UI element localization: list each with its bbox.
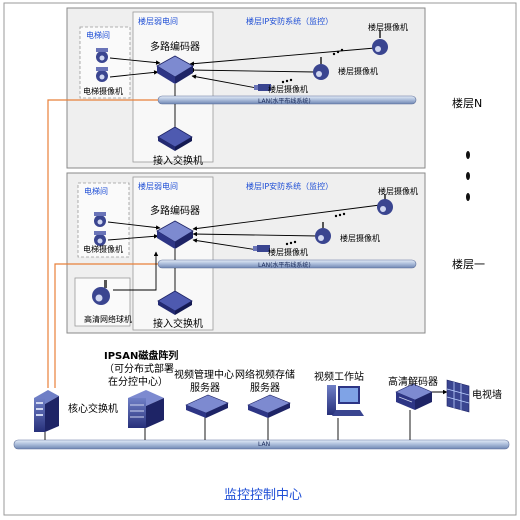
floor-n-elevator-box — [79, 26, 131, 99]
floor-1-access-switch-label: 接入交换机 — [153, 319, 203, 330]
floor-1-label: 楼层一 — [452, 258, 485, 271]
floor-1-camera-label-2: 楼层摄像机 — [340, 234, 380, 243]
floor-n-encoder-icon — [156, 55, 194, 84]
floor-n-elevator-camera-icon-1 — [96, 48, 108, 63]
floor-n-camera-icon-1 — [372, 30, 388, 55]
hd-camera-label: 高清网络球机 — [84, 315, 132, 324]
floor-1-elevator-room-label: 电梯间 — [84, 187, 108, 196]
floor-1-room-label: 楼层弱电间 — [138, 182, 178, 191]
floor-n-camera-icon-2 — [313, 57, 329, 80]
ipsan-label-3: 在分控中心） — [108, 377, 168, 388]
ellipsis-dots — [281, 48, 346, 246]
floor-n-camera-icon-3 — [254, 84, 271, 91]
orange-link-floor-1 — [54, 263, 158, 388]
floor-n-elevator-room-label: 电梯间 — [86, 31, 110, 40]
floor-1-encoder-label: 多路编码器 — [150, 206, 200, 217]
floor-n-label: 楼层N — [452, 97, 483, 110]
nvs-server-icon — [247, 394, 291, 418]
floor-1-camera-label-3: 楼层摄像机 — [268, 248, 308, 257]
nvs-label-2: 服务器 — [250, 383, 280, 394]
core-switch-label: 核心交换机 — [68, 404, 118, 415]
floor-1-system-label: 楼层IP安防系统（监控） — [246, 182, 334, 191]
ipsan-label-2: （可分布式部署 — [104, 364, 174, 375]
tv-wall-icon — [446, 379, 470, 413]
workstation-label: 视频工作站 — [314, 372, 364, 383]
core-switch-icon — [34, 390, 59, 432]
vms-server-icon — [185, 394, 229, 418]
floor-1-elevator-camera-label: 电梯摄像机 — [83, 245, 123, 254]
floor-1-camera-icon-3 — [253, 245, 270, 252]
ipsan-label-1: IPSAN磁盘阵列 — [104, 351, 179, 362]
floor-n-elevator-camera-label: 电梯摄像机 — [83, 87, 123, 96]
floor-n-access-switch-label: 接入交换机 — [153, 156, 203, 167]
outer-frame — [3, 2, 517, 516]
floor-n-camera-label-3: 楼层摄像机 — [268, 85, 308, 94]
tv-wall-label: 电视墙 — [472, 390, 502, 401]
floor-n-camera-label-2: 楼层摄像机 — [338, 67, 378, 76]
control-center-title: 监控控制中心 — [224, 488, 303, 503]
decoder-label: 高清解码器 — [388, 377, 438, 388]
floor-n-access-switch-icon — [157, 126, 193, 151]
floor-n-system-label: 楼层IP安防系统（监控） — [246, 17, 334, 26]
floor-n-lan-label: LAN(水平布线系统) — [258, 98, 311, 105]
nvs-label-1: 网络视频存储 — [235, 370, 295, 381]
floor-1-elevator-camera-icon-2 — [94, 231, 106, 246]
floor-1-lan-label: LAN(水平布线系统) — [258, 262, 311, 269]
floor-n-camera-label-1: 楼层摄像机 — [368, 23, 408, 32]
floor-ellipsis — [466, 151, 470, 201]
floor-1-elevator-camera-icon-1 — [94, 212, 106, 227]
orange-link-floor-n — [47, 99, 158, 388]
hd-ptz-camera-icon — [92, 280, 110, 305]
floor-n-room-label: 楼层弱电间 — [138, 17, 178, 26]
floor-1-camera-icon-2 — [315, 222, 331, 244]
center-lan-bar — [13, 439, 510, 450]
floor-1-camera-icon-1 — [377, 194, 393, 215]
floor-n-elevator-camera-icon-2 — [96, 67, 108, 82]
floor-1-camera-label-1: 楼层摄像机 — [378, 187, 418, 196]
vms-label-2: 服务器 — [190, 383, 220, 394]
hd-decoder-icon — [395, 383, 433, 410]
vms-label-1: 视频管理中心 — [174, 370, 234, 381]
video-workstation-icon — [327, 385, 364, 416]
floor-n-encoder-label: 多路编码器 — [150, 42, 200, 53]
floor-1-access-switch-icon — [157, 290, 193, 315]
ipsan-disk-array-icon — [128, 390, 164, 428]
center-lan-label: LAN — [258, 441, 271, 448]
floor-1-encoder-icon — [156, 220, 194, 249]
